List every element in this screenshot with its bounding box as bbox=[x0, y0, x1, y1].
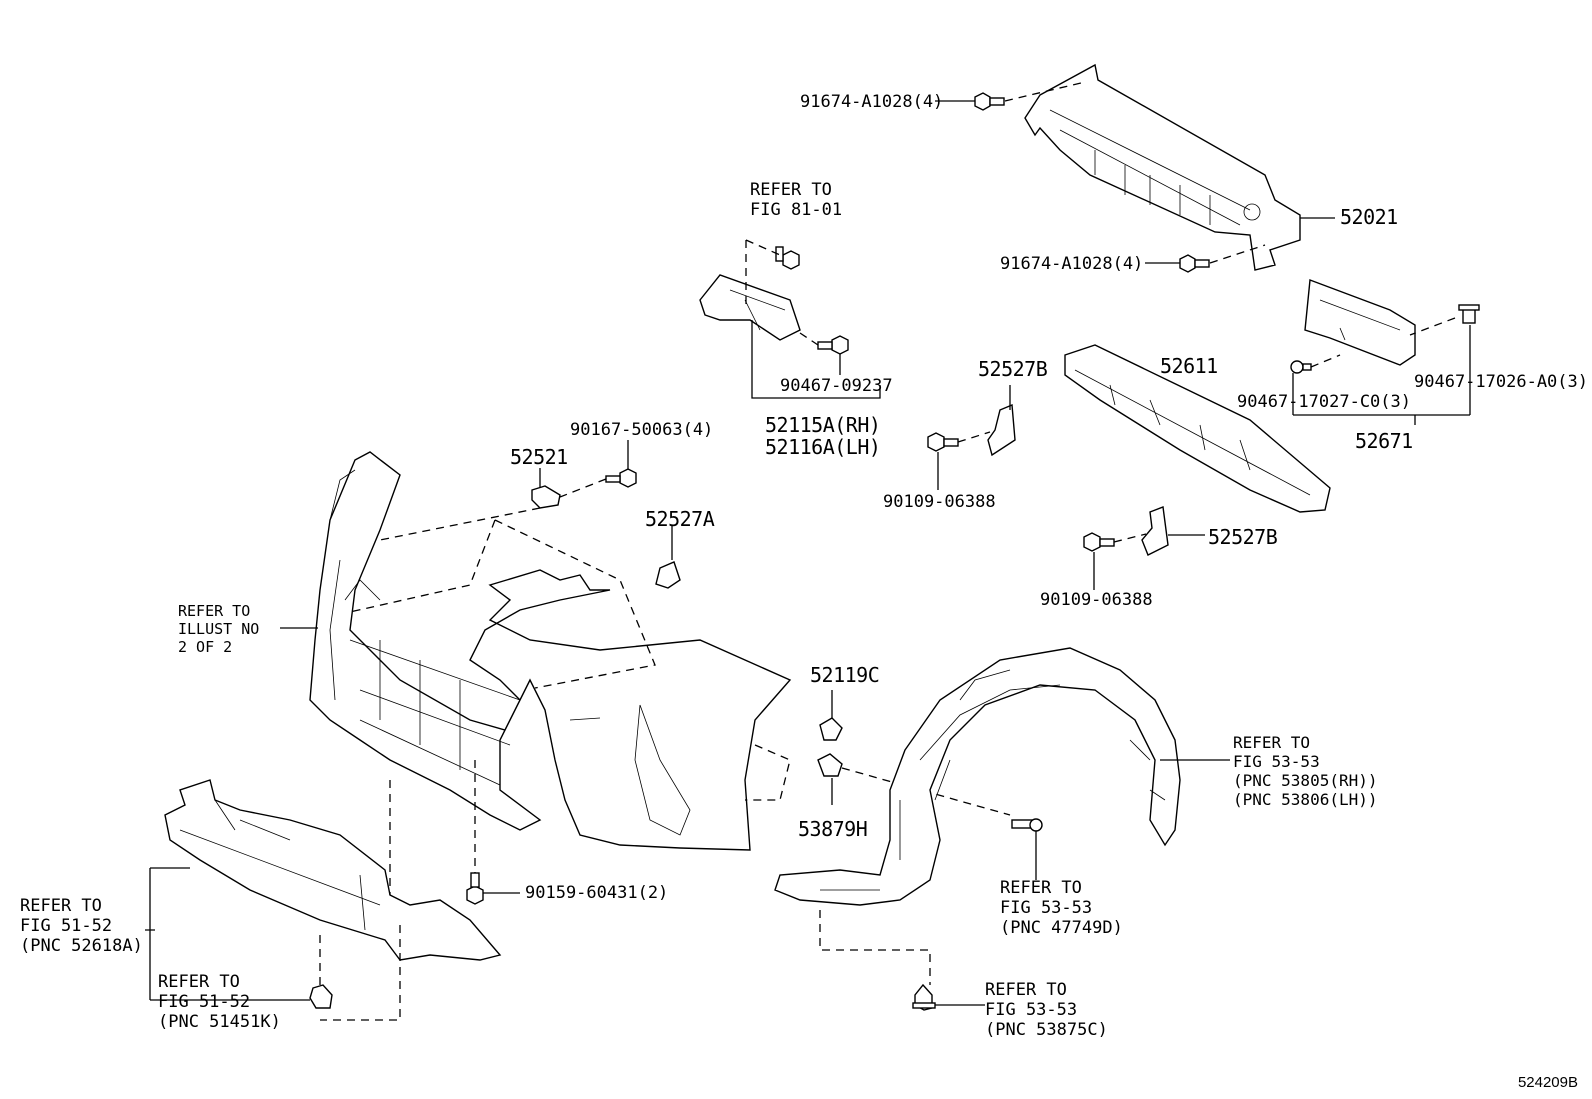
label-90467-09237: 90467-09237 bbox=[780, 376, 893, 396]
label-52527b-upper: 52527B bbox=[978, 357, 1048, 381]
figure-id: 524209B bbox=[1517, 1074, 1578, 1091]
screw-47749d[interactable] bbox=[1011, 818, 1043, 832]
clip-90467-17027[interactable] bbox=[1290, 360, 1312, 374]
bolt-91674-top[interactable] bbox=[974, 92, 1005, 111]
clip-90467-17026[interactable] bbox=[1458, 304, 1480, 324]
label-90467-17026-a0: 90467-17026-A0(3) bbox=[1414, 372, 1588, 392]
bolt-90159-60431[interactable] bbox=[466, 872, 484, 905]
label-53879h: 53879H bbox=[798, 817, 868, 841]
bolt-top-retainer[interactable] bbox=[775, 246, 800, 270]
label-91674-a1028-bottom: 91674-A1028(4) bbox=[1000, 254, 1144, 274]
label-52116a-lh: 52116A(LH) bbox=[765, 435, 881, 459]
label-refer-fig-53-53-screw: REFER TO FIG 53-53 (PNC 47749D) bbox=[1000, 878, 1123, 938]
label-52115a-rh: 52115A(RH) bbox=[765, 413, 881, 437]
label-refer-fig-81-01: REFER TO FIG 81-01 bbox=[750, 180, 843, 220]
bracket-52527b-upper[interactable] bbox=[987, 403, 1016, 457]
label-52021: 52021 bbox=[1340, 205, 1398, 229]
absorber-52671[interactable] bbox=[1304, 279, 1416, 366]
label-91674-a1028-top: 91674-A1028(4) bbox=[800, 92, 944, 112]
lower-spoiler[interactable] bbox=[164, 779, 502, 961]
screw-90167-50063[interactable] bbox=[605, 468, 637, 488]
label-52527b-lower: 52527B bbox=[1208, 525, 1278, 549]
label-52611: 52611 bbox=[1160, 354, 1218, 378]
fender-liner[interactable] bbox=[774, 647, 1181, 906]
label-refer-fig-53-53-clip: REFER TO FIG 53-53 (PNC 53875C) bbox=[985, 980, 1108, 1040]
label-90109-06388-lower: 90109-06388 bbox=[1040, 590, 1153, 610]
clip-51451k[interactable] bbox=[309, 984, 333, 1009]
label-90467-17027-c0: 90467-17027-C0(3) bbox=[1237, 392, 1411, 412]
retainer-52115a[interactable] bbox=[699, 274, 801, 341]
energy-absorber-52611[interactable] bbox=[1064, 344, 1331, 513]
clip-52119c[interactable] bbox=[819, 717, 843, 741]
label-90167-50063: 90167-50063(4) bbox=[570, 420, 714, 440]
label-52671: 52671 bbox=[1355, 429, 1413, 453]
clip-52521[interactable] bbox=[531, 485, 561, 509]
bracket-52527a[interactable] bbox=[655, 561, 681, 589]
bolt-90109-lower[interactable] bbox=[1083, 532, 1115, 552]
label-52119c: 52119C bbox=[810, 663, 880, 687]
bumper-reinforcement-52021[interactable] bbox=[1024, 63, 1301, 271]
bracket-52527b-lower[interactable] bbox=[1141, 506, 1169, 556]
bolt-90467-09237[interactable] bbox=[817, 335, 849, 355]
label-90109-06388-upper: 90109-06388 bbox=[883, 492, 996, 512]
label-refer-fig-51-52-clip: REFER TO FIG 51-52 (PNC 51451K) bbox=[158, 972, 281, 1032]
front-bumper-cover[interactable] bbox=[309, 451, 792, 851]
clip-53875c[interactable] bbox=[912, 983, 936, 1011]
bolt-91674-bottom[interactable] bbox=[1179, 254, 1210, 273]
label-refer-fig-51-52-spoiler: REFER TO FIG 51-52 (PNC 52618A) bbox=[20, 896, 143, 956]
label-refer-fig-53-53-liner: REFER TO FIG 53-53 (PNC 53805(RH)) (PNC … bbox=[1233, 733, 1378, 809]
label-52521: 52521 bbox=[510, 445, 568, 469]
clip-53879h[interactable] bbox=[817, 753, 843, 777]
label-refer-illust-no-2: REFER TO ILLUST NO 2 OF 2 bbox=[178, 602, 260, 656]
label-90159-60431: 90159-60431(2) bbox=[525, 883, 669, 903]
label-52527a: 52527A bbox=[645, 507, 715, 531]
bolt-90109-upper[interactable] bbox=[927, 432, 959, 452]
